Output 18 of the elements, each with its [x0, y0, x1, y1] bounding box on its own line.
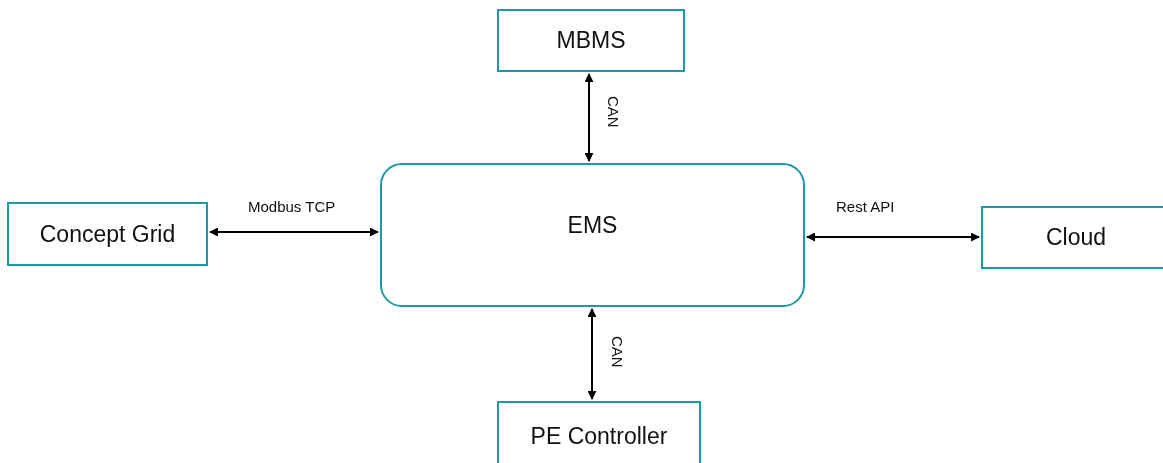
box-label: Concept Grid: [39, 220, 176, 248]
process-box: [497, 9, 685, 72]
edge-label: CAN: [609, 336, 626, 368]
box-label: Cloud: [1045, 224, 1107, 251]
edge-label: CAN: [605, 96, 622, 128]
edge-label: Modbus TCP: [248, 198, 336, 215]
box-label: PE Controller: [530, 422, 668, 450]
process-box: [497, 401, 701, 463]
double-arrow: [587, 308, 597, 400]
double-arrow: [584, 73, 594, 162]
process-box: [981, 206, 1163, 269]
rounded-process-box: [380, 163, 805, 307]
edge-label: Rest API: [836, 198, 895, 215]
box-label: EMS: [567, 211, 618, 239]
double-arrow: [209, 227, 379, 237]
process-box: [7, 202, 208, 266]
double-arrow: [806, 232, 980, 242]
box-label: MBMS: [556, 27, 626, 54]
